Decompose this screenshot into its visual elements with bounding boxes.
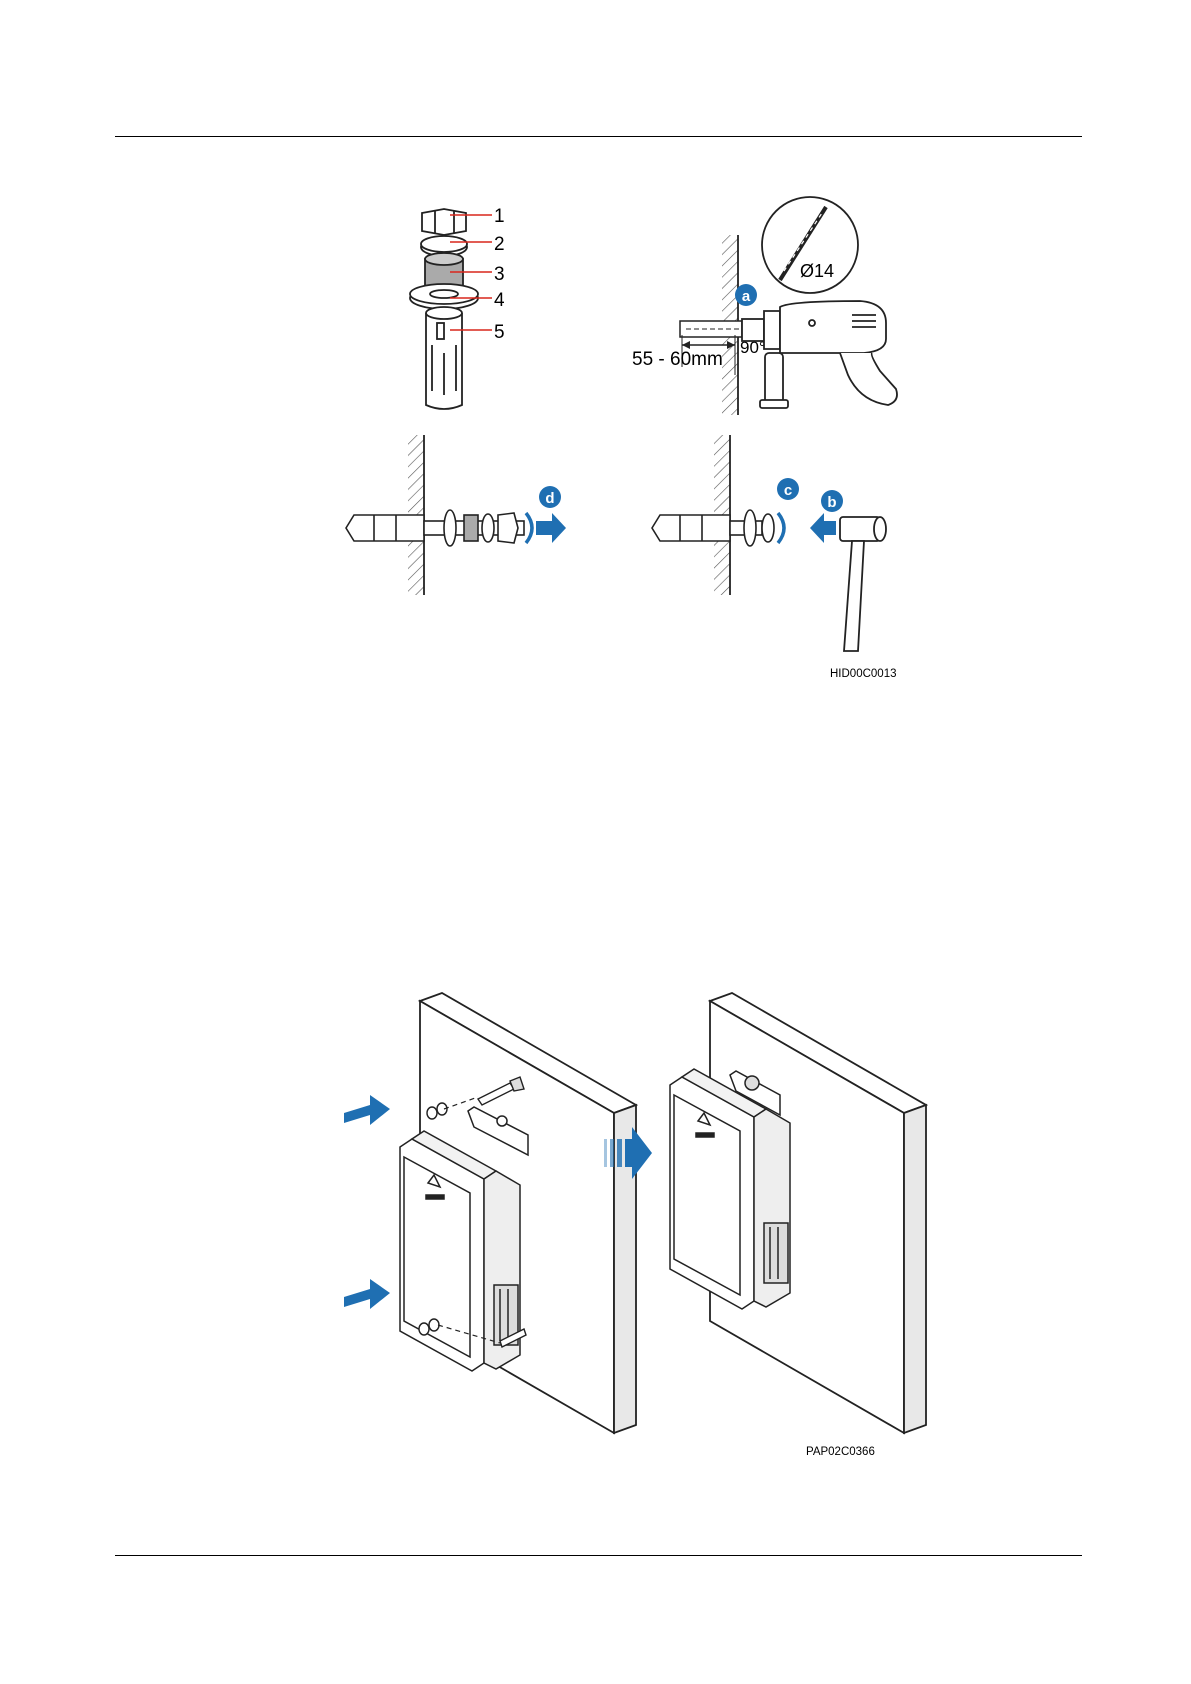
footer-rule: [115, 1555, 1082, 1556]
device-right: [670, 1069, 790, 1309]
insert-arrow-top: [344, 1095, 390, 1125]
bolt-exploded-view: [410, 209, 478, 409]
insert-arrow-bottom: [344, 1279, 390, 1309]
callout-3: 3: [494, 264, 505, 285]
bolt-insert-step-d: d: [346, 435, 566, 595]
callout-4: 4: [494, 290, 505, 311]
step-a-label: a: [742, 288, 751, 305]
expansion-bolt-illustration: 1 2 3 4 5 Ø14 55 - 60mm 90°: [340, 195, 980, 735]
figure1-id: HID00C0013: [830, 668, 896, 680]
wall-mount-illustration: PAP02C0366: [360, 985, 960, 1460]
drill-bit-diameter: Ø14: [800, 261, 834, 281]
hole-depth: 55 - 60mm: [632, 349, 723, 370]
header-rule: [115, 136, 1082, 137]
expansion-bolt-figure: 1 2 3 4 5 Ø14 55 - 60mm 90°: [340, 195, 980, 735]
wall-mount-figure: PAP02C0366: [360, 985, 960, 1460]
step-c-label: c: [784, 482, 792, 499]
step-d-label: d: [545, 490, 554, 507]
hammer-step-bc: c b: [652, 435, 886, 651]
figure2-id: PAP02C0366: [806, 1446, 875, 1458]
callout-2: 2: [494, 234, 505, 255]
callout-1: 1: [494, 206, 505, 227]
drilling-step: Ø14 55 - 60mm 90° a: [632, 197, 897, 415]
callout-5: 5: [494, 322, 505, 343]
step-b-label: b: [827, 494, 836, 511]
power-drill: [742, 301, 897, 408]
hammer: [840, 517, 886, 651]
